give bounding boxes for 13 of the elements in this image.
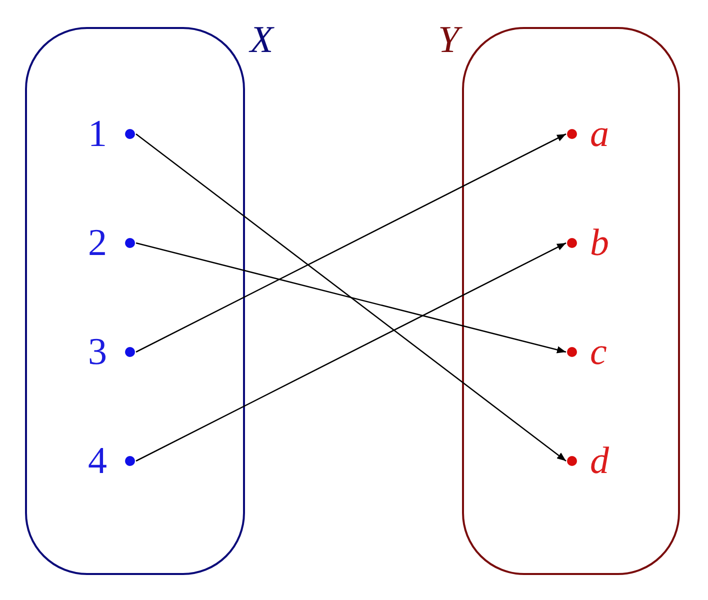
element-letter: b (590, 223, 609, 263)
arrow (136, 133, 566, 462)
element-letter: a (590, 114, 609, 154)
element-number: 3 (88, 332, 107, 372)
element-number: 4 (88, 441, 107, 481)
arrow (136, 242, 566, 354)
element-number: 1 (88, 114, 107, 154)
arrow (136, 242, 566, 462)
element-letter: c (590, 332, 607, 372)
element-letter: d (590, 441, 609, 481)
element-number: 2 (88, 223, 107, 263)
arrow (136, 133, 566, 353)
set-label: X (250, 20, 274, 60)
